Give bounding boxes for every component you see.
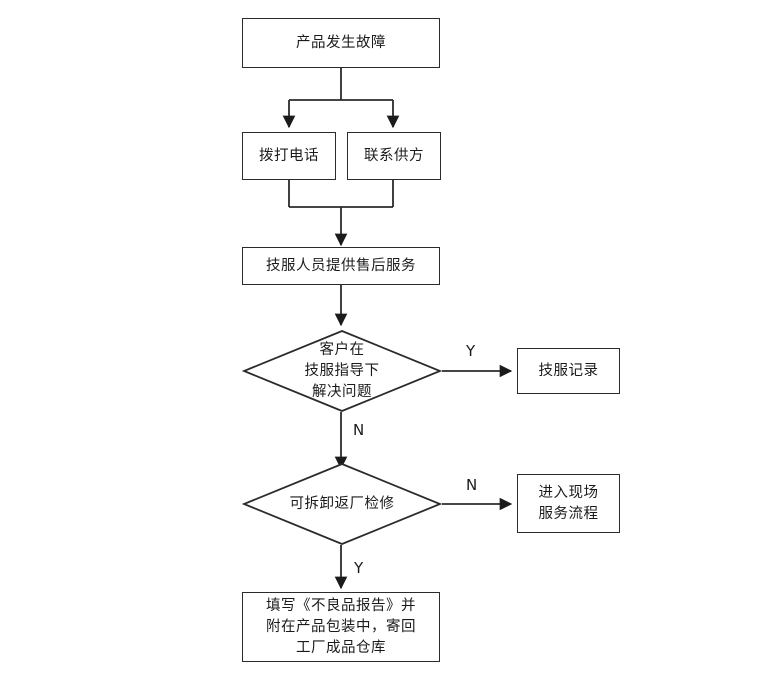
edge-label-decision1-no: N	[353, 421, 365, 439]
node-service-record[interactable]: 技服记录	[517, 348, 620, 394]
node-decision-customer-solved[interactable]: 客户在 技服指导下 解决问题	[242, 329, 442, 413]
node-defect-report-label: 填写《不良品报告》并 附在产品包装中，寄回 工厂成品仓库	[266, 597, 416, 656]
node-decision-returnable[interactable]: 可拆卸返厂检修	[242, 462, 442, 546]
node-after-sales-service-label: 技服人员提供售后服务	[266, 257, 416, 274]
node-defect-report[interactable]: 填写《不良品报告》并 附在产品包装中，寄回 工厂成品仓库	[242, 592, 440, 662]
node-after-sales-service[interactable]: 技服人员提供售后服务	[242, 247, 440, 285]
node-call-phone[interactable]: 拨打电话	[242, 132, 336, 180]
edge-label-decision2-no: N	[466, 476, 478, 494]
edge-label-decision1-yes: Y	[466, 342, 476, 360]
diamond-shape-1	[242, 330, 442, 412]
edge-label-decision2-yes: Y	[354, 559, 364, 577]
node-call-phone-label: 拨打电话	[259, 147, 319, 164]
node-contact-supplier[interactable]: 联系供方	[347, 132, 441, 180]
node-onsite-service-label: 进入现场 服务流程	[538, 484, 599, 522]
node-start-label: 产品发生故障	[296, 34, 386, 51]
node-onsite-service[interactable]: 进入现场 服务流程	[517, 474, 620, 533]
node-service-record-label: 技服记录	[538, 362, 599, 379]
node-contact-supplier-label: 联系供方	[364, 147, 424, 164]
diamond-shape-2	[242, 463, 442, 545]
node-start[interactable]: 产品发生故障	[242, 18, 440, 68]
